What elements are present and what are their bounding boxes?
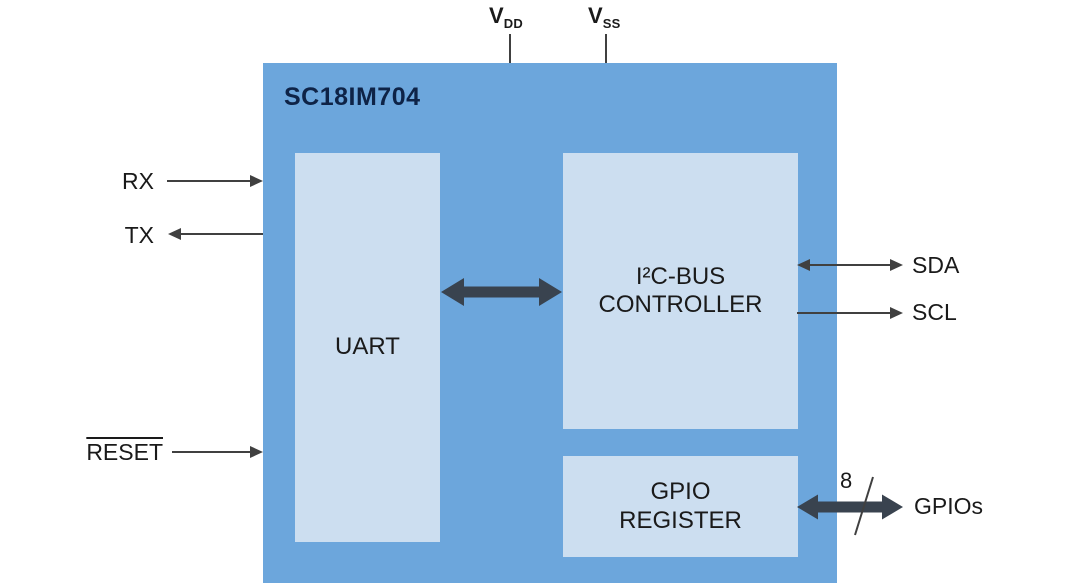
gpio-block-label-line1: GPIO — [650, 478, 711, 506]
gpio-register-block: GPIO REGISTER — [563, 456, 798, 557]
scl-pin-label: SCL — [912, 299, 957, 325]
rx-pin-label: RX — [122, 168, 154, 194]
tx-pin-label: TX — [124, 222, 154, 248]
gpio-block-label-line2: REGISTER — [619, 506, 742, 534]
vdd-pin-label: VDD — [489, 3, 524, 31]
i2c-block-label-line2: CONTROLLER — [598, 291, 763, 318]
uart-block-label: UART — [335, 333, 400, 361]
reset-arrow — [172, 446, 263, 458]
vss-sub-text: SS — [602, 16, 621, 31]
vss-base-text: V — [588, 3, 603, 28]
reset-pin-text: RESET — [86, 439, 163, 465]
i2c-bus-controller-block: I²C-BUS CONTROLLER — [563, 153, 798, 429]
sda-pin-label: SDA — [912, 252, 960, 278]
chip-title: SC18IM704 — [284, 83, 421, 111]
vdd-sub-text: DD — [503, 16, 524, 31]
bus-width-label: 8 — [840, 468, 853, 493]
bus-width-slash — [854, 476, 874, 536]
i2c-block-label-line1: I²C-BUS — [635, 262, 726, 290]
uart-block: UART — [295, 153, 440, 542]
gpios-pin-label: GPIOs — [914, 493, 984, 519]
reset-pin-label: RESET — [84, 441, 163, 464]
rx-arrow — [167, 175, 263, 187]
vdd-base-text: V — [489, 3, 504, 28]
vss-pin-label: VSS — [588, 3, 621, 31]
tx-arrow — [168, 228, 263, 240]
